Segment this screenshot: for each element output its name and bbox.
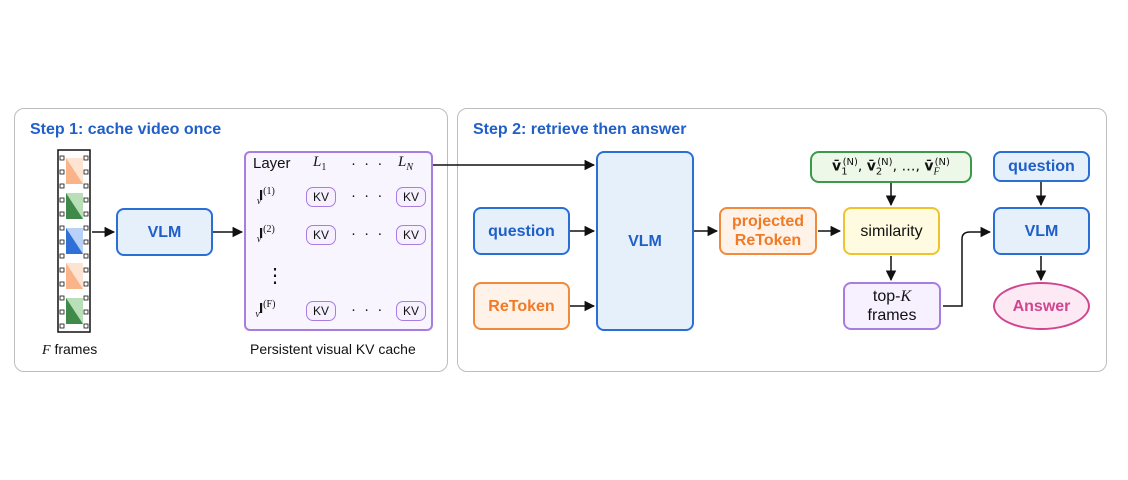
topk-line1: top-K [873, 287, 911, 306]
cache-header-layer: Layer [253, 155, 291, 172]
kv-cell-2-n: KV [396, 225, 426, 245]
retoken-box: ReToken [473, 282, 570, 330]
step1-title: Step 1: cache video once [30, 121, 222, 138]
similarity-box: similarity [843, 207, 940, 255]
cache-row-2-dots: · · · [351, 225, 385, 242]
feat-sup1: (N) [842, 156, 858, 168]
row1-sub: v [256, 196, 262, 207]
step2-title: Step 2: retrieve then answer [473, 121, 687, 138]
topk-frames-box: top-K frames [843, 282, 941, 330]
cache-row-3-dots: · · · [351, 301, 385, 318]
feat-sup2: (N) [877, 156, 893, 168]
cache-caption: Persistent visual KV cache [250, 341, 416, 357]
cache-header-ln-sub: N [406, 162, 414, 173]
feat-sF: F [933, 166, 940, 178]
feat-v1: v̄ [832, 158, 842, 175]
features-formula: v̄1(N), v̄2(N), …, v̄F(N) [832, 156, 950, 178]
cache-vdots: ⋮ [265, 265, 285, 287]
cache-header-ln: LN [398, 154, 413, 173]
vlm-step2: VLM [596, 151, 694, 331]
row1-sym: I [259, 187, 264, 204]
row2-sub: v [256, 234, 262, 245]
cache-row-3-label: I(F)v [255, 299, 275, 320]
frames-count-var: F [42, 343, 51, 358]
cache-row-2-label: I(2)v [256, 224, 275, 245]
row2-sup: (2) [263, 224, 275, 235]
cache-header-l1: L1 [313, 154, 326, 173]
topk-line2: frames [867, 307, 917, 324]
feat-vF: v̄ [924, 158, 934, 175]
frames-label-text: frames [50, 341, 98, 357]
answer-ellipse: Answer [993, 282, 1090, 330]
row3-sym: I [259, 300, 264, 317]
row3-sub: v [255, 309, 260, 320]
feat-ellipsis: … [901, 158, 916, 175]
feat-s1: 1 [841, 166, 848, 178]
feat-supF: (N) [934, 156, 950, 168]
feat-v2: v̄ [866, 158, 876, 175]
kv-cell-3-1: KV [306, 301, 336, 321]
kv-cell-2-1: KV [306, 225, 336, 245]
topk-var: K [900, 288, 912, 305]
projected-line2: ReToken [734, 232, 802, 249]
projected-line1: projected [731, 213, 804, 230]
row2-sym: I [259, 225, 264, 242]
row3-sup: (F) [263, 299, 276, 310]
question-box: question [473, 207, 570, 255]
cache-header-l1-sub: 1 [321, 162, 327, 173]
kv-cell-1-n: KV [396, 187, 426, 207]
cache-row-1-dots: · · · [351, 187, 385, 204]
cache-header-dots: · · · [351, 155, 385, 172]
projected-retoken-box: projected ReToken [719, 207, 817, 255]
frames-label: F frames [42, 341, 97, 359]
cache-header-l1-sym: L [313, 154, 322, 170]
topk-prefix: top- [872, 288, 901, 305]
feat-s2: 2 [875, 166, 883, 178]
question-box-2: question [993, 151, 1090, 182]
row1-sup: (1) [263, 186, 275, 197]
vlm-step1: VLM [116, 208, 213, 256]
kv-cell-1-1: KV [306, 187, 336, 207]
frame-features-box: v̄1(N), v̄2(N), …, v̄F(N) [810, 151, 972, 183]
cache-header-ln-sym: L [398, 154, 407, 170]
cache-row-1-label: I(1)v [256, 186, 275, 207]
vlm-step2-final: VLM [993, 207, 1090, 255]
kv-cell-3-n: KV [396, 301, 426, 321]
